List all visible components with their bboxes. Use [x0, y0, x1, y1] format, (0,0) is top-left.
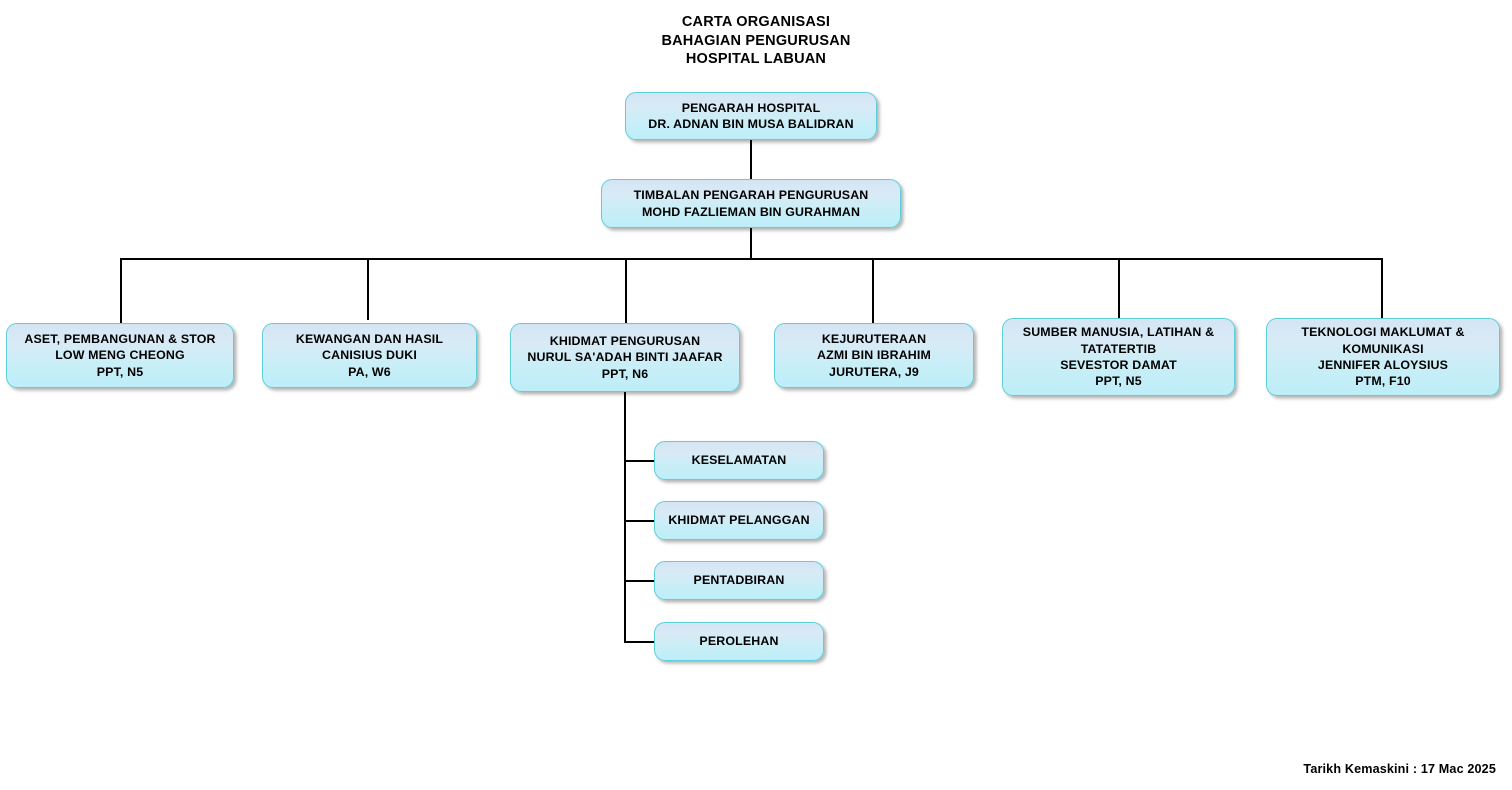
node-khidmat-pelanggan[interactable]: KHIDMAT PELANGGAN [654, 501, 824, 540]
node-aset-pembangunan-stor-label: ASET, PEMBANGUNAN & STOR LOW MENG CHEONG… [24, 332, 216, 379]
node-khidmat-pelanggan-label: KHIDMAT PELANGGAN [668, 513, 810, 528]
connector-director-to-deputy [750, 140, 753, 179]
node-keselamatan-label: KESELAMATAN [691, 453, 787, 468]
connector-subunit-spine [624, 392, 627, 643]
node-perolehan-label: PEROLEHAN [699, 634, 779, 649]
connector-deputy-stem [750, 228, 753, 260]
connector-stub-perolehan [624, 641, 656, 643]
node-timbalan-pengarah-label: TIMBALAN PENGARAH PENGURUSAN MOHD FAZLIE… [633, 188, 869, 219]
connector-drop-teknologi-maklumat [1381, 258, 1383, 318]
node-perolehan[interactable]: PEROLEHAN [654, 622, 824, 661]
node-sumber-manusia-latihan-tatatertib[interactable]: SUMBER MANUSIA, LATIHAN & TATATERTIB SEV… [1002, 318, 1235, 396]
connector-stub-keselamatan [624, 460, 656, 462]
node-khidmat-pengurusan-label: KHIDMAT PENGURUSAN NURUL SA'ADAH BINTI J… [527, 334, 723, 381]
node-sumber-manusia-latihan-tatatertib-label: SUMBER MANUSIA, LATIHAN & TATATERTIB SEV… [1022, 325, 1215, 389]
node-pentadbiran-label: PENTADBIRAN [693, 573, 785, 588]
node-timbalan-pengarah[interactable]: TIMBALAN PENGARAH PENGURUSAN MOHD FAZLIE… [601, 179, 901, 228]
page-title: CARTA ORGANISASI BAHAGIAN PENGURUSAN HOS… [661, 14, 851, 67]
last-updated-label: Tarikh Kemaskini : 17 Mac 2025 [1303, 762, 1496, 776]
node-pentadbiran[interactable]: PENTADBIRAN [654, 561, 824, 600]
node-kejuruteraan[interactable]: KEJURUTERAAN AZMI BIN IBRAHIM JURUTERA, … [774, 323, 974, 388]
connector-stub-khidmat-pelanggan [624, 520, 656, 522]
connector-drop-sumber-manusia [1118, 258, 1120, 318]
node-kewangan-dan-hasil[interactable]: KEWANGAN DAN HASIL CANISIUS DUKI PA, W6 [262, 323, 477, 388]
connector-drop-aset [120, 258, 122, 325]
node-teknologi-maklumat-komunikasi-label: TEKNOLOGI MAKLUMAT & KOMUNIKASI JENNIFER… [1301, 325, 1465, 389]
node-kewangan-dan-hasil-label: KEWANGAN DAN HASIL CANISIUS DUKI PA, W6 [295, 332, 444, 379]
node-pengarah-hospital-label: PENGARAH HOSPITAL DR. ADNAN BIN MUSA BAL… [648, 100, 854, 131]
node-aset-pembangunan-stor[interactable]: ASET, PEMBANGUNAN & STOR LOW MENG CHEONG… [6, 323, 234, 388]
node-kejuruteraan-label: KEJURUTERAAN AZMI BIN IBRAHIM JURUTERA, … [817, 332, 931, 379]
connector-department-bus [120, 258, 1382, 260]
connector-drop-kewangan [367, 258, 369, 320]
connector-stub-pentadbiran [624, 580, 656, 582]
node-pengarah-hospital[interactable]: PENGARAH HOSPITAL DR. ADNAN BIN MUSA BAL… [625, 92, 877, 140]
connector-drop-kejuruteraan [872, 258, 874, 325]
node-keselamatan[interactable]: KESELAMATAN [654, 441, 824, 480]
connector-drop-khidmat-pengurusan [625, 258, 627, 325]
node-teknologi-maklumat-komunikasi[interactable]: TEKNOLOGI MAKLUMAT & KOMUNIKASI JENNIFER… [1266, 318, 1500, 396]
node-khidmat-pengurusan[interactable]: KHIDMAT PENGURUSAN NURUL SA'ADAH BINTI J… [510, 323, 740, 392]
